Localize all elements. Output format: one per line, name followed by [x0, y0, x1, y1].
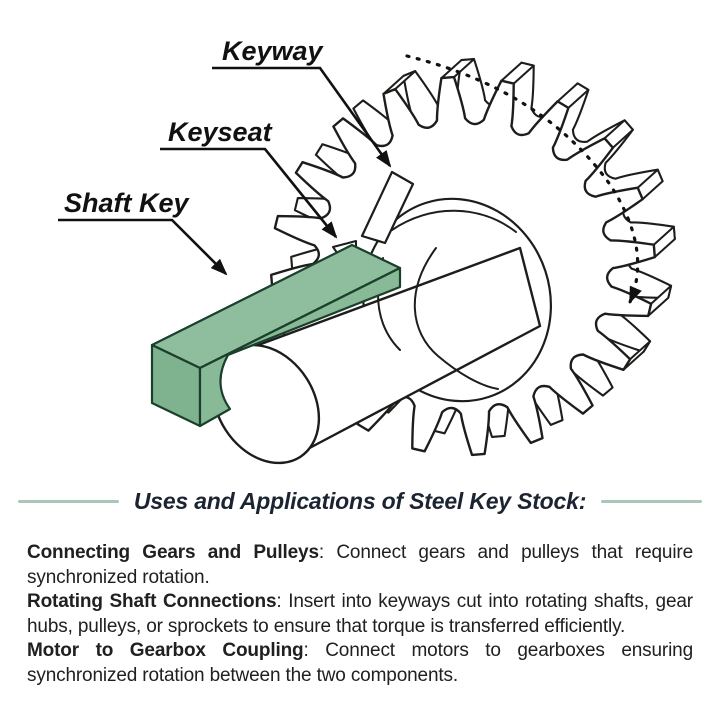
section-title: Uses and Applications of Steel Key Stock… [133, 488, 587, 514]
paragraph-rotating-shaft: Rotating Shaft Connections: Insert into … [27, 590, 693, 639]
paragraph-lead: Connecting Gears and Pulleys [27, 542, 319, 563]
title-rule-right [601, 500, 703, 503]
shaft-key-leader [58, 218, 228, 276]
paragraph-lead: Motor to Gearbox Coupling [27, 640, 304, 661]
keyway-label: Keyway [222, 36, 325, 66]
paragraph-connecting-gears: Connecting Gears and Pulleys: Connect ge… [27, 541, 693, 590]
keyseat-label: Keyseat [168, 117, 273, 147]
title-rule-left [17, 500, 119, 503]
paragraph-body: : Connect motors to gearboxes ensuring s… [27, 640, 693, 686]
rotation-arrow [405, 54, 642, 304]
section-title-row: Uses and Applications of Steel Key Stock… [17, 488, 703, 515]
keyway-notch [360, 170, 415, 245]
leader-lines [58, 66, 392, 276]
uses-text: Connecting Gears and Pulleys: Connect ge… [27, 541, 693, 688]
shaft-key-front-face [198, 266, 402, 428]
paragraph-lead: Rotating Shaft Connections [27, 591, 277, 612]
shaft-key-label: Shaft Key [64, 188, 191, 218]
paragraph-body: : Insert into keyways cut into rotating … [27, 591, 693, 637]
shaft-key [150, 243, 402, 428]
keyway-leader [212, 66, 392, 168]
key-stock-diagram: Keyway Keyseat Shaft Key [58, 36, 676, 465]
keyseat-leader [160, 147, 338, 239]
paragraph-motor-gearbox: Motor to Gearbox Coupling: Connect motor… [27, 639, 693, 688]
paragraph-body: : Connect gears and pulleys that require… [27, 542, 693, 588]
